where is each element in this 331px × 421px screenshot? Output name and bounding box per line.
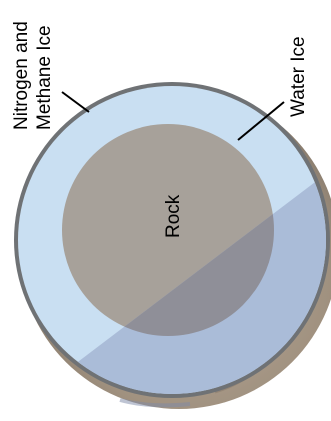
- label-outer-layer-line2: Methane Ice: [34, 25, 55, 130]
- planet-sphere: [14, 82, 331, 409]
- label-rock-core: Rock: [163, 194, 184, 238]
- label-outer-layer-line1: Nitrogen and: [11, 21, 32, 130]
- label-water-ice: Water Ice: [288, 36, 309, 117]
- leader-line-outer-layer: [62, 92, 89, 112]
